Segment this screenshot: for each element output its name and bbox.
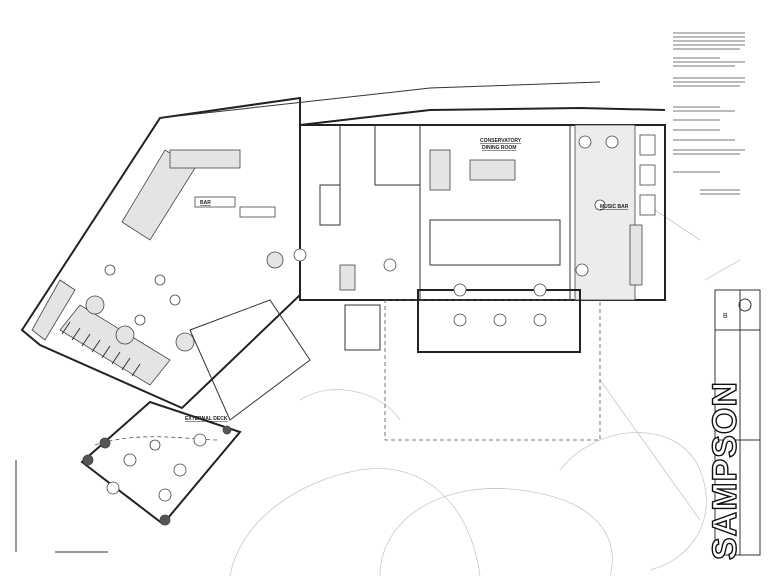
revision-letter: B [723, 313, 728, 320]
label-external-deck: EXTERNAL DECK [185, 416, 228, 422]
label-music-bar: MUSIC BAR [600, 204, 629, 210]
label-bar: BAR [200, 200, 211, 206]
label-conservatory: CONSERVATORY [480, 138, 522, 144]
title-block: B SAMPSON [705, 289, 761, 561]
main-building [159, 81, 666, 301]
bar-striped-seating [59, 304, 171, 386]
furniture [82, 134, 656, 526]
drawing-notes [673, 32, 745, 195]
garden-terrace [344, 289, 601, 441]
label-dining-room: DINING ROOM [482, 145, 516, 151]
garden-landscape [229, 199, 741, 576]
external-deck [80, 299, 311, 526]
scale-bar [15, 460, 108, 553]
left-wing [20, 96, 301, 410]
brand-logo: SAMPSON [706, 381, 744, 560]
